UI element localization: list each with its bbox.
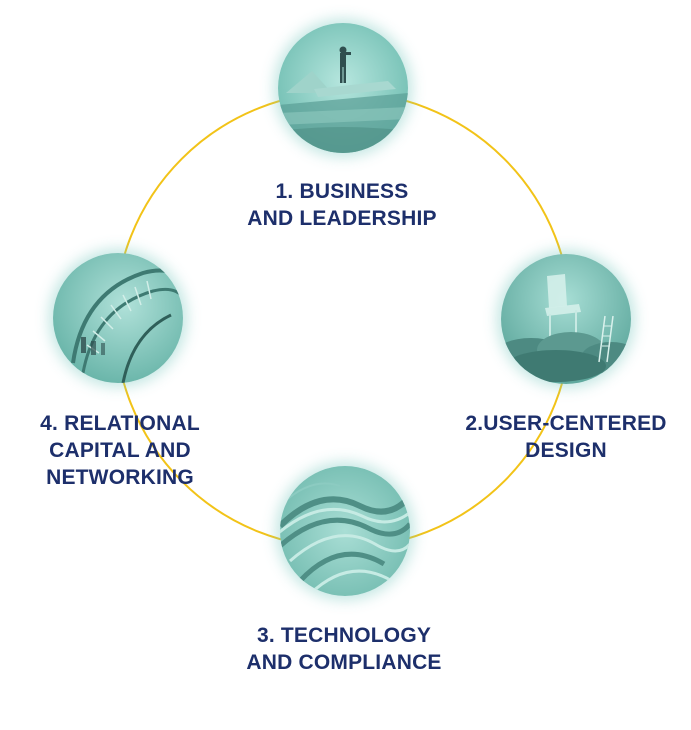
label-line: 2.USER-CENTERED <box>465 412 667 435</box>
label-relational-capital-and-networking: 4. RELATIONAL CAPITAL AND NETWORKING <box>10 410 230 491</box>
person-with-binoculars-image <box>278 23 408 153</box>
label-user-centered-design: 2.USER-CENTERED DESIGN <box>446 410 686 464</box>
label-line: CAPITAL AND <box>49 439 191 462</box>
curved-structure-image <box>280 466 410 596</box>
label-business-and-leadership: 1. BUSINESS AND LEADERSHIP <box>192 178 492 232</box>
label-technology-and-compliance: 3. TECHNOLOGY AND COMPLIANCE <box>194 622 494 676</box>
label-line: NETWORKING <box>46 466 194 489</box>
chair-on-clouds-image <box>501 254 631 384</box>
label-line: 1. BUSINESS <box>275 180 409 203</box>
label-line: AND LEADERSHIP <box>247 207 437 230</box>
label-line: 4. RELATIONAL <box>40 412 200 435</box>
spiral-staircase-image <box>53 253 183 383</box>
label-line: AND COMPLIANCE <box>246 651 442 674</box>
label-line: DESIGN <box>525 439 607 462</box>
label-line: 3. TECHNOLOGY <box>256 624 432 647</box>
